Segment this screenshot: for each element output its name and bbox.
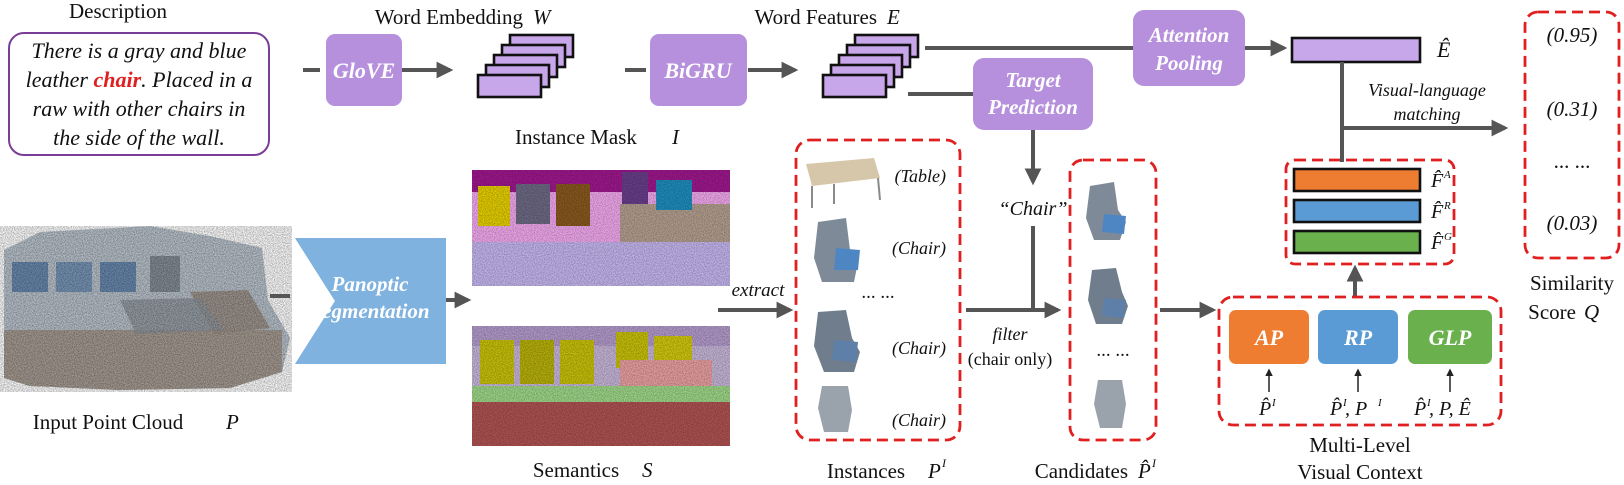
candidates-box [1068, 158, 1158, 442]
e-hat-bar [1290, 36, 1422, 64]
glove-box [326, 34, 402, 106]
f-a-label: F̂ [1430, 169, 1444, 192]
similarity-label-2: Score [1528, 300, 1576, 324]
f-g-sup: G [1444, 231, 1452, 243]
e-hat-label: Ê [1436, 37, 1451, 62]
glp-label: GLP [1429, 325, 1472, 350]
instances-symbol: P [927, 459, 941, 483]
glove-label: GloVE [333, 58, 395, 83]
instance-label-2: (Chair) [892, 238, 946, 259]
glp-input-a-sup: I [1426, 397, 1432, 409]
instance-mask-symbol: I [671, 125, 680, 149]
word-embedding-symbol: W [533, 5, 553, 29]
instance-ellipsis: ... ... [861, 282, 894, 303]
candidate-chair-image [1086, 182, 1126, 240]
score-2: (0.31) [1547, 97, 1598, 121]
instances-sup: I [941, 456, 947, 470]
rp-input-a: P̂ [1329, 397, 1342, 420]
word-embedding-stack-icon [476, 33, 575, 99]
score-1: (0.95) [1547, 23, 1598, 47]
rp-box [1318, 310, 1398, 364]
rp-input-b-sup: I [1377, 397, 1383, 409]
f-g-label: F̂ [1430, 231, 1444, 254]
word-features-symbol: E [886, 5, 900, 29]
target-prediction-label-1: Target [1005, 68, 1061, 92]
rp-label: RP [1343, 325, 1373, 350]
glp-input-b: , P, Ê [1429, 397, 1471, 420]
attention-pooling-box [1133, 10, 1245, 86]
multi-level-label-2: Visual Context [1297, 460, 1422, 484]
instance-table-image [806, 158, 881, 208]
description-box: There is a gray and blue leather chair. … [8, 32, 270, 156]
description-heading: Description [69, 0, 167, 23]
instance-chair-image [814, 218, 860, 282]
instances-label: Instances [827, 459, 905, 483]
instance-label-1: (Table) [895, 166, 946, 187]
instance-mask-image [472, 170, 730, 286]
feature-bar-g [1292, 229, 1422, 255]
feature-bar-r [1292, 198, 1422, 224]
panoptic-label-2: Segmentation [310, 299, 429, 323]
filter-label-2: (chair only) [968, 349, 1052, 370]
instance-mask-label: Instance Mask [515, 125, 637, 149]
description-keyword: chair [93, 67, 142, 92]
f-r-label: F̂ [1430, 200, 1444, 223]
attention-pooling-label-1: Attention [1147, 23, 1230, 47]
f-a-sup: A [1443, 169, 1451, 181]
input-point-cloud-symbol: P [225, 410, 239, 434]
description-text-part: . Placed in a raw with other chairs in t… [32, 67, 253, 150]
panoptic-label-1: Panoptic [331, 272, 410, 296]
candidates-symbol: P̂ [1137, 459, 1151, 483]
visual-language-label-2: matching [1394, 104, 1461, 124]
similarity-score-box [1523, 10, 1621, 260]
word-embedding-label: Word Embedding [375, 5, 524, 29]
glp-input-a: P̂ [1413, 397, 1426, 420]
feature-bar-a [1292, 167, 1422, 193]
rp-input-a-sup: I [1342, 397, 1348, 409]
similarity-label-1: Similarity [1530, 271, 1615, 295]
ap-input-label: P̂ [1258, 397, 1271, 420]
input-point-cloud-image [0, 226, 292, 392]
instance-chair-image [818, 386, 852, 432]
semantics-symbol: S [642, 458, 653, 482]
description-text-part: There is a gray and blue leather [25, 38, 247, 92]
semantics-label: Semantics [533, 458, 619, 482]
candidates-ellipsis: ... ... [1096, 340, 1129, 361]
multi-level-label-1: Multi-Level [1309, 433, 1411, 457]
bigru-label: BiGRU [663, 58, 732, 83]
target-prediction-label-2: Prediction [987, 95, 1078, 119]
ap-label: AP [1253, 325, 1284, 350]
semantics-image [472, 326, 730, 446]
extract-label: extract [732, 280, 785, 301]
candidates-label: Candidates [1035, 459, 1128, 483]
instance-label-3: (Chair) [892, 338, 946, 359]
instance-label-4: (Chair) [892, 410, 946, 431]
score-3: (0.03) [1547, 211, 1598, 235]
filter-label-1: filter [993, 324, 1029, 344]
instance-chair-image [814, 310, 860, 372]
word-features-stack-icon [821, 33, 920, 99]
f-r-sup: R [1443, 200, 1451, 212]
score-ellipsis: ... ... [1554, 149, 1591, 173]
multi-level-context-box [1217, 295, 1503, 427]
candidate-chair-image [1088, 268, 1128, 324]
glp-box [1408, 310, 1492, 364]
candidates-sup: I [1151, 456, 1157, 470]
chair-quote-label: “Chair” [999, 198, 1068, 220]
instances-box [794, 138, 962, 442]
ap-input-sup: I [1271, 397, 1277, 409]
similarity-symbol: Q [1584, 300, 1599, 324]
input-point-cloud-label: Input Point Cloud [33, 410, 184, 434]
rp-input-b: , P [1345, 398, 1367, 420]
fused-features-box [1284, 158, 1456, 266]
attention-pooling-label-2: Pooling [1154, 51, 1223, 75]
word-features-label: Word Features [754, 5, 877, 29]
description-text: There is a gray and blue leather chair. … [20, 36, 258, 152]
visual-language-label-1: Visual-language [1368, 80, 1486, 100]
bigru-box [650, 34, 747, 106]
target-prediction-box [973, 58, 1093, 130]
ap-box [1229, 310, 1309, 364]
candidate-chair-image [1094, 380, 1126, 428]
